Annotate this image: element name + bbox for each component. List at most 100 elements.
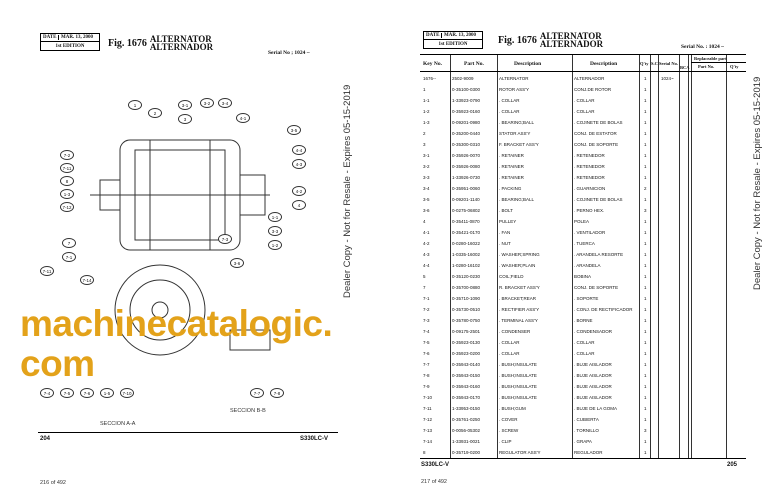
callout-label: 7-4	[40, 388, 54, 398]
part-no: 0-09201-0980	[452, 120, 481, 125]
callout-label: 4-1	[236, 113, 250, 123]
footer-line-right	[420, 458, 746, 459]
description-en: . COLLAR	[499, 109, 520, 114]
title-en: ALTERNATOR	[149, 34, 212, 44]
part-no: 0-35700-0880	[452, 285, 481, 290]
model-left: S330LC-V	[300, 436, 329, 442]
description-en: . RECTIFIER ASS'Y	[499, 307, 540, 312]
qty: 1	[644, 230, 647, 235]
key-no: 7-4	[423, 329, 430, 334]
qty: 1	[644, 285, 647, 290]
qty: 1	[644, 340, 647, 345]
part-no: 0-35100-0300	[452, 87, 481, 92]
qty: 1	[644, 197, 647, 202]
part-no: 0-09201-1140	[452, 197, 480, 202]
callout-label: 3-2	[200, 98, 214, 108]
description-en: . CLIP	[499, 439, 512, 444]
pdf-page-right: 217 of 492	[421, 479, 447, 485]
key-no: 7-13	[423, 428, 433, 433]
description-en: . RETAINER	[499, 164, 524, 169]
header-sc: S.C	[651, 61, 658, 66]
description-en: PULLEY	[499, 219, 517, 224]
description-es: . BUJE AISLADOR	[574, 373, 612, 378]
callout-label: 4-3	[292, 159, 306, 169]
fig-number: Fig. 1676	[498, 34, 537, 46]
description-en: . BUSH;INSULATE	[499, 362, 537, 367]
key-no: 1-2	[423, 109, 430, 114]
qty: 3	[644, 428, 647, 433]
description-es: . CONDENSADOR	[574, 329, 613, 334]
key-no: 4-4	[423, 263, 430, 268]
qty: 1	[644, 351, 647, 356]
callout-label: 7-10	[120, 388, 134, 398]
qty: 1	[644, 263, 647, 268]
description-en: . WASHER;SPRING	[499, 252, 540, 257]
callout-label: 7-2	[60, 150, 74, 160]
key-no: 7-12	[423, 417, 433, 422]
key-no: 4	[423, 219, 426, 224]
description-es: . ARANDELA RESORTE	[574, 252, 624, 257]
callout-label: 7-8	[270, 388, 284, 398]
section-a-label: SECCION A-A	[100, 421, 136, 427]
part-no: 0-35943-0170	[452, 395, 481, 400]
part-no: 2502-9009	[452, 76, 474, 81]
date-label: DATE	[424, 33, 442, 38]
callout-label: 1-5	[100, 388, 114, 398]
key-no: 4-1	[423, 230, 430, 235]
qty: 1	[644, 87, 647, 92]
part-no: 1-33931-0021	[452, 439, 481, 444]
description-es: ALTERNADOR	[574, 76, 605, 81]
qty: 1	[644, 76, 647, 81]
part-no: 1-33923-0790	[452, 98, 481, 103]
callout-label: 7-5	[60, 388, 74, 398]
description-es: . RETENEDOR	[574, 153, 605, 158]
description-en: . COLLAR	[499, 340, 520, 345]
date-value: MAR. 13, 2000	[61, 35, 93, 40]
callout-label: 4	[292, 200, 306, 210]
description-es: . GRAPA	[574, 439, 592, 444]
key-no: 1	[423, 87, 426, 92]
part-no: 0-35710-1090	[452, 296, 481, 301]
key-no: 3-2	[423, 164, 430, 169]
header-replaceable: Replaceable part	[694, 56, 727, 61]
callout-label: 3-1	[178, 100, 192, 110]
callout-label: 7-14	[80, 275, 94, 285]
header-key-no: Key No.	[423, 61, 442, 67]
description-en: . RETAINER	[499, 175, 524, 180]
date-label: DATE	[41, 35, 59, 40]
pdf-page-left: 216 of 492	[40, 480, 66, 486]
part-no: 0-35943-0160	[452, 384, 481, 389]
key-no: 7-5	[423, 340, 430, 345]
description-es: . COLLAR	[574, 351, 595, 356]
callout-label: 7-7	[250, 388, 264, 398]
description-en: ROTOR ASS'Y	[499, 87, 530, 92]
description-es: . VENTILADOR	[574, 230, 606, 235]
part-no: 0-0275-06802	[452, 208, 481, 213]
callout-label: 7-1	[62, 252, 76, 262]
part-no: 1-33926-0730	[452, 175, 481, 180]
callout-label: 3-6	[230, 258, 244, 268]
description-es: . RETENEDOR	[574, 175, 605, 180]
key-no: 8	[423, 450, 426, 455]
serial-no: 1024~	[661, 76, 674, 81]
page-number-left: 204	[40, 436, 51, 442]
description-en: . BRACKET;REAR	[499, 296, 537, 301]
description-en: . PACKING	[499, 186, 522, 191]
description-es: BOBINA	[574, 274, 592, 279]
header-rep-part: Part No.	[698, 64, 715, 69]
qty: 1	[644, 395, 647, 400]
description-es: . BUJE AISLADOR	[574, 384, 612, 389]
callout-label: 2	[148, 108, 162, 118]
